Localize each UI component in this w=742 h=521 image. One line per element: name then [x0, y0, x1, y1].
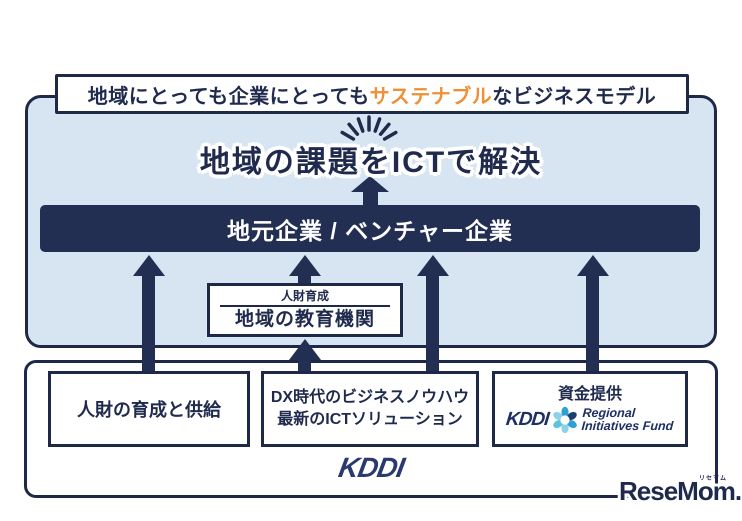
- up-arrow-stem-1: [142, 274, 155, 374]
- resemom-watermark: リセマム ReseMom.: [619, 476, 742, 507]
- fund-box-title: 資金提供: [557, 386, 622, 403]
- up-arrow-head-4: [577, 255, 609, 276]
- solution-heading: 地域の課題をICTで解決: [199, 146, 543, 179]
- fund-kddi-wordmark: KDDI: [504, 409, 550, 430]
- dx-box-line1: DX時代のビジネスノウハウ: [270, 389, 470, 406]
- talent-box-label: 人財の育成と供給: [77, 400, 221, 420]
- up-arrow-stem-3: [426, 274, 439, 374]
- dx-box: DX時代のビジネスノウハウ 最新のICTソリューション: [261, 371, 479, 447]
- education-box-main-label: 地域の教育機関: [234, 309, 375, 330]
- education-box-top-label: 人財育成: [280, 289, 329, 303]
- up-arrow-stem-4: [586, 274, 599, 374]
- up-arrow-head-2: [289, 255, 321, 276]
- banner-box: 地域にとっても企業にとってもサステナブルなビジネスモデル: [55, 74, 689, 114]
- up-arrow-head-3: [417, 255, 449, 276]
- up-arrow-stem-heading: [363, 190, 378, 207]
- fund-box: 資金提供 KDDI Regional Initiatives Fund: [492, 371, 688, 447]
- up-arrow-stem-2-lower: [298, 357, 311, 374]
- education-box-divider: [220, 305, 390, 307]
- resemom-watermark-ruby: リセマム: [699, 476, 728, 482]
- up-arrow-head-heading: [351, 176, 389, 192]
- company-bar: 地元企業 / ベンチャー企業: [40, 205, 700, 252]
- banner-text-prefix: 地域にとっても企業にとっても: [87, 85, 370, 108]
- dx-box-line2: 最新のICTソリューション: [277, 411, 463, 428]
- talent-box: 人財の育成と供給: [48, 371, 250, 447]
- banner-text-highlight: サステナブル: [369, 85, 493, 108]
- resemom-watermark-text: ReseMom.: [619, 476, 742, 506]
- education-box: 人財育成 地域の教育機関: [207, 283, 403, 337]
- kddi-logo-text: KDDI: [336, 452, 407, 483]
- up-arrow-head-1: [133, 255, 165, 276]
- up-arrow-head-2-lower: [289, 339, 321, 360]
- fund-name-text: Regional Initiatives Fund: [581, 406, 675, 433]
- fund-logo-row: KDDI Regional Initiatives Fund: [504, 406, 675, 433]
- banner-text-suffix: なビジネスモデル: [492, 85, 657, 108]
- fund-flower-icon: [553, 407, 578, 433]
- fund-name-line2: Initiatives Fund: [581, 419, 675, 433]
